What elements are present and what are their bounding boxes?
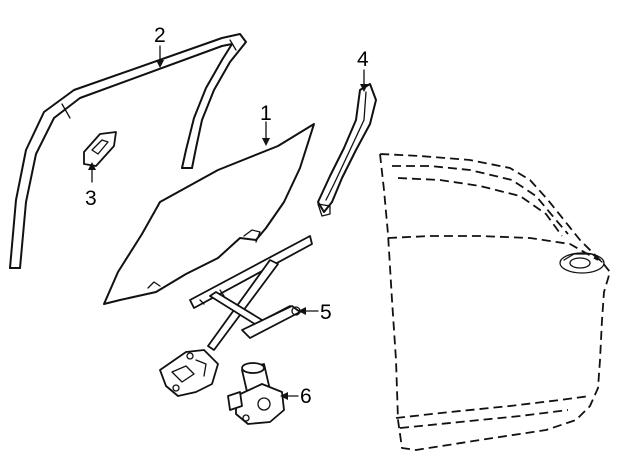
callout-2: 2 [154, 24, 166, 47]
window-regulator [159, 235, 313, 397]
callout-5: 5 [320, 301, 332, 324]
callout-3: 3 [85, 187, 97, 210]
run-channel-part-2 [9, 33, 247, 269]
door-glass-part-1 [103, 123, 315, 305]
clip-part-3 [83, 131, 117, 167]
callout-4: 4 [357, 48, 369, 71]
rear-channel-part-4 [317, 83, 377, 217]
callout-1: 1 [260, 102, 272, 125]
door-shell-outline [379, 153, 611, 451]
callout-6: 6 [300, 385, 312, 408]
regulator-motor-part-6 [227, 362, 285, 425]
leader-arrows [88, 45, 368, 400]
